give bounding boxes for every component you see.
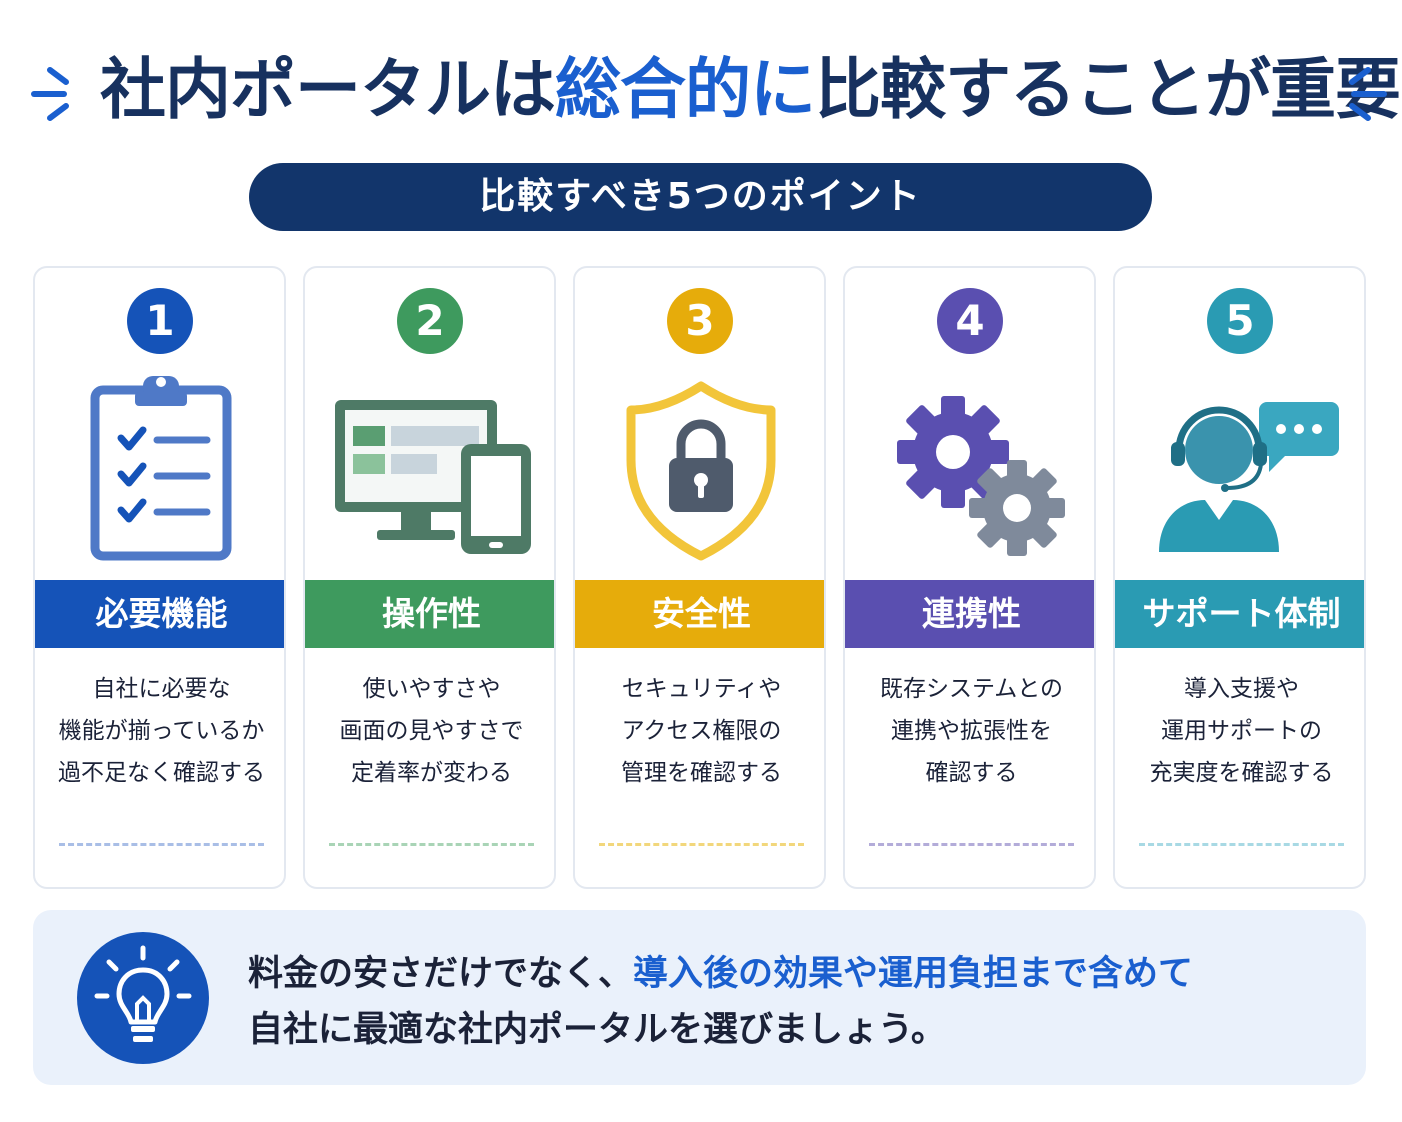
point-card-5: 5 サポート体制 導入支援や 運用サポートの 充実度を確認する — [1113, 266, 1366, 889]
number-badge: 4 — [937, 288, 1003, 354]
dashed-divider — [869, 843, 1074, 846]
monitor-and-tablet-icon — [335, 400, 531, 554]
card-label: 必要機能 — [35, 580, 284, 648]
gears-icon — [897, 396, 1065, 556]
dashed-divider — [599, 843, 804, 846]
shield-lock-icon — [626, 381, 776, 561]
sparkle-lines-icon — [1349, 67, 1387, 121]
card-label: サポート体制 — [1115, 580, 1364, 648]
card-description: 既存システムとの 連携や拡張性を 確認する — [879, 676, 1064, 786]
dashed-divider — [1139, 843, 1344, 846]
point-card-1: 1 必要機能 自社に必要な 機能が揃っているか 過不足なく確認する — [33, 266, 286, 889]
point-card-4: 4 連携性 既存システムとの 連携や拡張性を — [843, 266, 1096, 889]
sparkle-lines-icon — [31, 67, 69, 121]
dashed-divider — [59, 843, 264, 846]
number-badge: 5 — [1207, 288, 1273, 354]
point-card-2: 2 操作性 使いやすさや 画面の見やすさで 定着率が変わる — [303, 266, 556, 889]
summary-callout: 料金の安さだけでなく、導入後の効果や運用負担まで含めて 自社に最適な社内ポータル… — [33, 910, 1366, 1085]
card-label: 安全性 — [575, 580, 824, 648]
number-badge: 2 — [397, 288, 463, 354]
clipboard-checklist-icon — [90, 376, 232, 561]
number-badge: 3 — [667, 288, 733, 354]
card-description: 導入支援や 運用サポートの 充実度を確認する — [1149, 676, 1334, 786]
title-row: 社内ポータルは総合的に比較することが重要 — [0, 40, 1402, 140]
number-badge: 1 — [127, 288, 193, 354]
summary-text: 料金の安さだけでなく、導入後の効果や運用負担まで含めて 自社に最適な社内ポータル… — [248, 954, 1194, 1050]
card-label: 連携性 — [845, 580, 1094, 648]
lightbulb-icon — [77, 932, 209, 1064]
dashed-divider — [329, 843, 534, 846]
card-description: 使いやすさや 画面の見やすさで 定着率が変わる — [339, 676, 524, 786]
point-card-3: 3 安全性 セキュリティや アクセス権限の 管理を確認する — [573, 266, 826, 889]
card-description: セキュリティや アクセス権限の 管理を確認する — [621, 676, 782, 786]
page-title: 社内ポータルは総合的に比較することが重要 — [100, 51, 1401, 128]
card-label: 操作性 — [305, 580, 554, 648]
subtitle-pill: 比較すべき5つのポイント — [249, 163, 1152, 231]
support-operator-icon — [1159, 402, 1339, 552]
card-description: 自社に必要な 機能が揃っているか 過不足なく確認する — [58, 676, 265, 786]
